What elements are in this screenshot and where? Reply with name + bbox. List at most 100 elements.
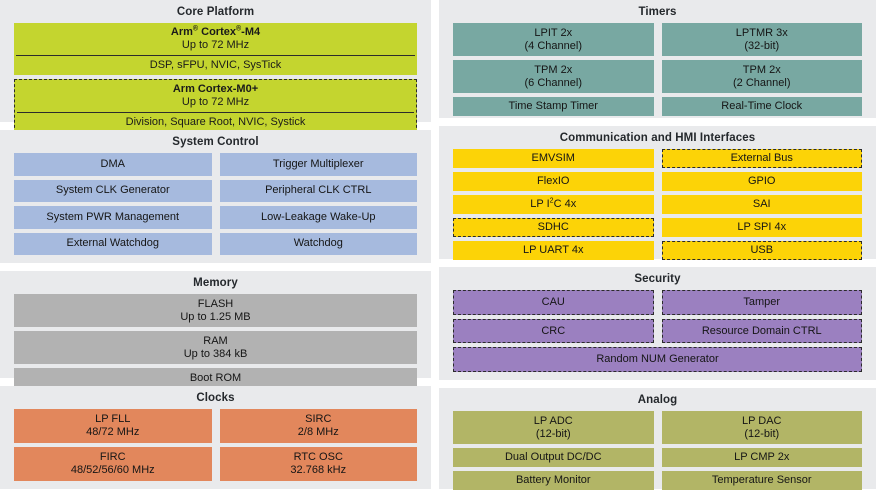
panel-title-core-platform: Core Platform — [176, 6, 255, 18]
block-lptmr-3x[interactable]: LPTMR 3x(32-bit) — [661, 23, 862, 56]
block-crc[interactable]: CRC — [453, 318, 654, 344]
core-block-1-name: Arm® Cortex®-M4 — [170, 25, 261, 38]
block-sublabel: (4 Channel) — [524, 39, 582, 52]
block-temperature-sensor[interactable]: Temperature Sensor — [661, 471, 862, 490]
block-label: TPM 2x — [534, 63, 573, 76]
core-block-1-divider — [16, 55, 415, 56]
block-real-time-clock[interactable]: Real-Time Clock — [661, 97, 862, 116]
row: LPIT 2x(4 Channel)LPTMR 3x(32-bit) — [453, 23, 862, 56]
block-lp-adc[interactable]: LP ADC(12-bit) — [453, 411, 654, 444]
block-sai[interactable]: SAI — [661, 195, 862, 214]
row: Battery Monitor Temperature Sensor — [453, 471, 862, 490]
block-dual-output-dc-dc[interactable]: Dual Output DC/DC — [453, 448, 654, 467]
core-block-2-speed: Up to 72 MHz — [181, 96, 250, 108]
block-system-pwr-management[interactable]: System PWR Management — [14, 206, 212, 229]
block-random-num-generator[interactable]: Random NUM Generator — [453, 347, 862, 373]
block-external-bus[interactable]: External Bus — [661, 149, 862, 168]
block-battery-monitor[interactable]: Battery Monitor — [453, 471, 654, 490]
block-label: FLASH — [197, 297, 234, 310]
block-sublabel: 48/52/56/60 MHz — [70, 464, 155, 476]
core-block-2-header: Arm Cortex-M0+Up to 72 MHz — [15, 80, 416, 112]
block-tamper[interactable]: Tamper — [661, 290, 862, 315]
block-sublabel: (2 Channel) — [733, 76, 791, 89]
block-lp-spi-4x[interactable]: LP SPI 4x — [661, 218, 862, 237]
block-label: LPIT 2x — [534, 26, 573, 39]
panel-title-communication-hmi: Communication and HMI Interfaces — [559, 132, 756, 144]
block-label: Dual Output DC/DC — [504, 451, 602, 463]
core-block-2-name: Arm Cortex-M0+ — [172, 83, 259, 95]
block-sublabel: (6 Channel) — [524, 76, 582, 89]
block-label: LP FLL — [95, 413, 131, 425]
block-label: Random NUM Generator — [596, 353, 719, 366]
block-label: Time Stamp Timer — [508, 100, 598, 112]
panel-title-timers: Timers — [638, 6, 677, 18]
block-label: Watchdog — [293, 237, 343, 250]
block-peripheral-clk-ctrl[interactable]: Peripheral CLK CTRL — [219, 179, 417, 202]
row: System PWR Management Low-Leakage Wake-Up — [14, 206, 417, 229]
row: TPM 2x(6 Channel)TPM 2x(2 Channel) — [453, 60, 862, 93]
block-sublabel: 48/72 MHz — [86, 426, 140, 438]
block-lp-ic-4x[interactable]: LP I2C 4x — [453, 195, 654, 214]
core-block-2-features: Division, Square Root, NVIC, Systick — [125, 116, 306, 128]
block-lp-dac[interactable]: LP DAC(12-bit) — [661, 411, 862, 444]
block-resource-domain-ctrl[interactable]: Resource Domain CTRL — [661, 318, 862, 344]
block-usb[interactable]: USB — [661, 241, 862, 260]
block-trigger-multiplexer[interactable]: Trigger Multiplexer — [219, 153, 417, 176]
block-time-stamp-timer[interactable]: Time Stamp Timer — [453, 97, 654, 116]
block-dma[interactable]: DMA — [14, 153, 212, 176]
block-lp-uart-4x[interactable]: LP UART 4x — [453, 241, 654, 260]
block-label: CRC — [541, 324, 566, 337]
row: EMVSIM External Bus — [453, 149, 862, 168]
block-label: Battery Monitor — [515, 474, 591, 486]
block-label: LP DAC — [741, 414, 782, 427]
block-sublabel: (12-bit) — [535, 427, 571, 440]
block-label: RAM — [203, 334, 228, 347]
block-tpm-2x[interactable]: TPM 2x(2 Channel) — [661, 60, 862, 93]
block-sublabel: (32-bit) — [744, 39, 780, 52]
block-label: LP CMP 2x — [734, 451, 790, 463]
core-block-1-features: DSP, sFPU, NVIC, SysTick — [149, 59, 282, 71]
block-sublabel: Up to 1.25 MB — [180, 310, 251, 323]
row: FlexIO GPIO — [453, 172, 862, 191]
block-system-clk-generator[interactable]: System CLK Generator — [14, 179, 212, 202]
panel-title-security: Security — [634, 273, 681, 285]
block-external-watchdog[interactable]: External Watchdog — [14, 232, 212, 255]
row: Dual Output DC/DC LP CMP 2x — [453, 448, 862, 467]
block-sdhc[interactable]: SDHC — [453, 218, 654, 237]
block-label: Low-Leakage Wake-Up — [260, 210, 376, 223]
block-low-leakage-wake-up[interactable]: Low-Leakage Wake-Up — [219, 206, 417, 229]
block-label: RTC OSC — [293, 451, 343, 463]
block-label: SIRC — [305, 413, 332, 425]
block-gpio[interactable]: GPIO — [661, 172, 862, 191]
block-lpit-2x[interactable]: LPIT 2x(4 Channel) — [453, 23, 654, 56]
block-tpm-2x[interactable]: TPM 2x(6 Channel) — [453, 60, 654, 93]
block-cau[interactable]: CAU — [453, 290, 654, 315]
block-watchdog[interactable]: Watchdog — [219, 232, 417, 255]
block-label: Resource Domain CTRL — [701, 324, 822, 337]
block-emvsim[interactable]: EMVSIM — [453, 149, 654, 168]
block-lp-cmp-2x[interactable]: LP CMP 2x — [661, 448, 862, 467]
block-sublabel: 2/8 MHz — [297, 426, 339, 438]
block-sublabel: (12-bit) — [744, 427, 780, 440]
block-flexio[interactable]: FlexIO — [453, 172, 654, 191]
block-label: Real-Time Clock — [721, 100, 803, 112]
block-sublabel: Up to 384 kB — [183, 347, 248, 360]
